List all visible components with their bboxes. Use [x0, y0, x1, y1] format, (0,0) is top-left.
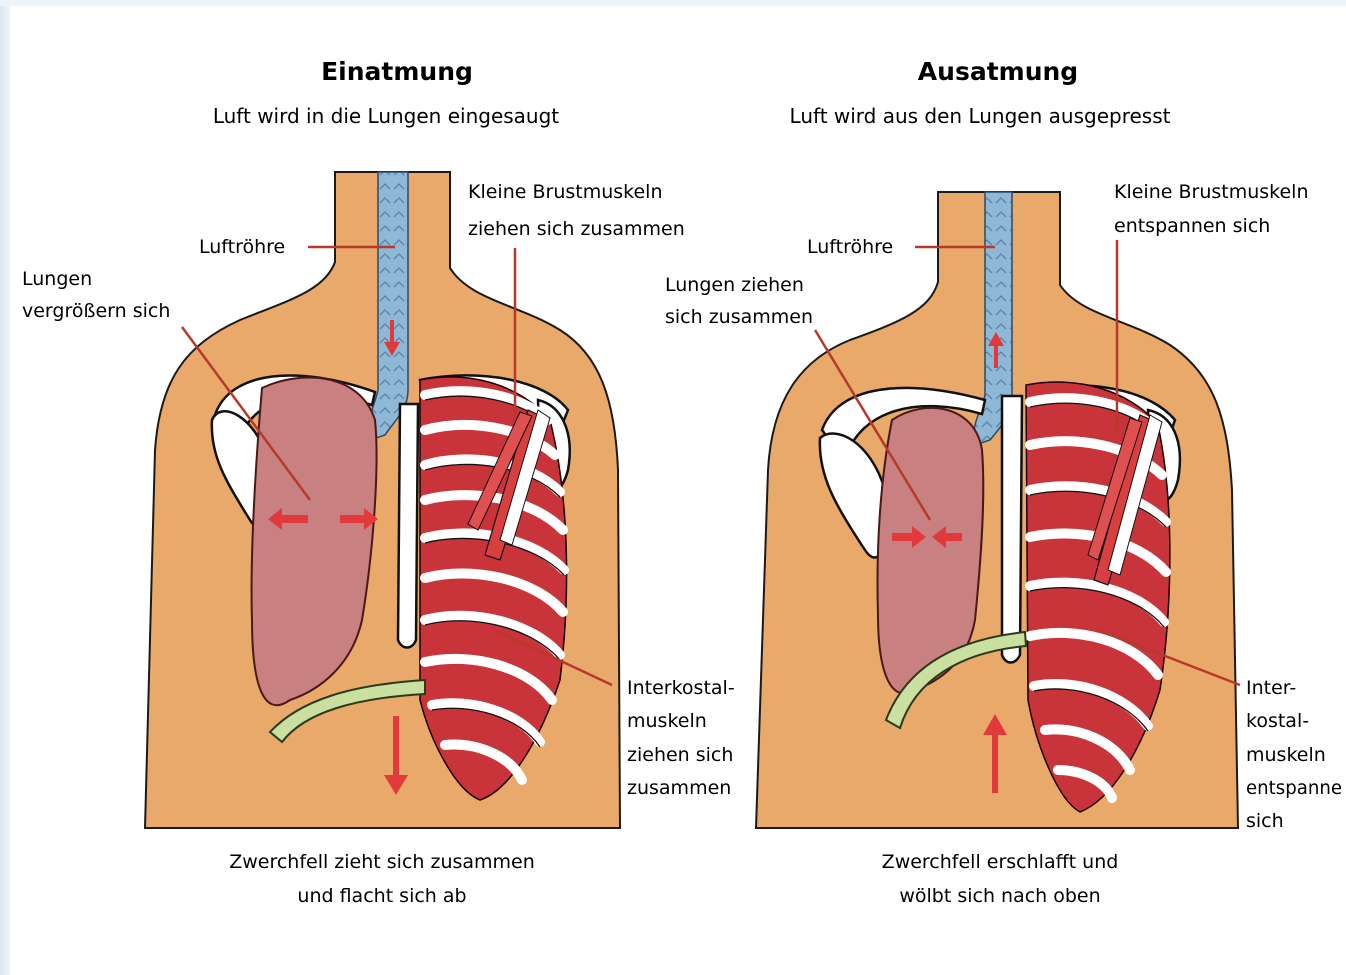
exhale-lungs-label: Lungen ziehen sich zusammen	[665, 274, 813, 328]
exhale-sternum	[1002, 396, 1022, 663]
svg-text:ziehen sich: ziehen sich	[627, 744, 733, 766]
svg-text:muskeln: muskeln	[1246, 744, 1326, 766]
exhale-intercostal-label: Inter- kostal- muskeln entspanne sich	[1246, 677, 1342, 832]
svg-text:sich: sich	[1246, 810, 1284, 832]
svg-text:wölbt sich nach oben: wölbt sich nach oben	[899, 885, 1100, 907]
exhale-trachea-label: Luftröhre	[807, 236, 893, 258]
svg-text:sich zusammen: sich zusammen	[665, 306, 813, 328]
inhale-diaphragm-caption: Zwerchfell zieht sich zusammen und flach…	[229, 851, 535, 907]
svg-text:Interkostal-: Interkostal-	[627, 677, 735, 699]
svg-text:Lungen ziehen: Lungen ziehen	[665, 274, 804, 296]
inhale-intercostal-label: Interkostal- muskeln ziehen sich zusamme…	[627, 677, 735, 799]
inhale-sternum	[398, 404, 418, 648]
inhale-lungs-label: Lungen vergrößern sich	[22, 268, 170, 322]
svg-text:entspanne: entspanne	[1246, 777, 1342, 799]
svg-text:vergrößern sich: vergrößern sich	[22, 300, 170, 322]
exhale-title: Ausatmung	[918, 57, 1078, 86]
exhale-chest-muscles-label: Kleine Brustmuskeln entspannen sich	[1114, 181, 1309, 237]
svg-text:muskeln: muskeln	[627, 710, 707, 732]
inhale-panel: Einatmung Luft wird in die Lungen einges…	[22, 57, 735, 907]
svg-text:Inter-: Inter-	[1246, 677, 1296, 699]
svg-text:Zwerchfell erschlafft und: Zwerchfell erschlafft und	[882, 851, 1119, 873]
svg-text:ziehen sich zusammen: ziehen sich zusammen	[468, 218, 685, 240]
inhale-chest-muscles-label: Kleine Brustmuskeln ziehen sich zusammen	[468, 181, 685, 240]
inhale-trachea-label: Luftröhre	[199, 236, 285, 258]
svg-text:kostal-: kostal-	[1246, 710, 1309, 732]
svg-text:und flacht sich ab: und flacht sich ab	[297, 885, 466, 907]
svg-text:Kleine Brustmuskeln: Kleine Brustmuskeln	[1114, 181, 1309, 203]
exhale-diaphragm-caption: Zwerchfell erschlafft und wölbt sich nac…	[882, 851, 1119, 907]
svg-text:entspannen sich: entspannen sich	[1114, 215, 1270, 237]
exhale-panel: Ausatmung Luft wird aus den Lungen ausge…	[665, 57, 1342, 907]
exhale-subtitle: Luft wird aus den Lungen ausgepresst	[790, 104, 1171, 128]
inhale-subtitle: Luft wird in die Lungen eingesaugt	[213, 104, 559, 128]
svg-text:zusammen: zusammen	[627, 777, 731, 799]
svg-text:Kleine Brustmuskeln: Kleine Brustmuskeln	[468, 181, 663, 203]
svg-text:Zwerchfell zieht sich zusammen: Zwerchfell zieht sich zusammen	[229, 851, 535, 873]
svg-text:Lungen: Lungen	[22, 268, 92, 290]
inhale-title: Einatmung	[321, 57, 473, 86]
